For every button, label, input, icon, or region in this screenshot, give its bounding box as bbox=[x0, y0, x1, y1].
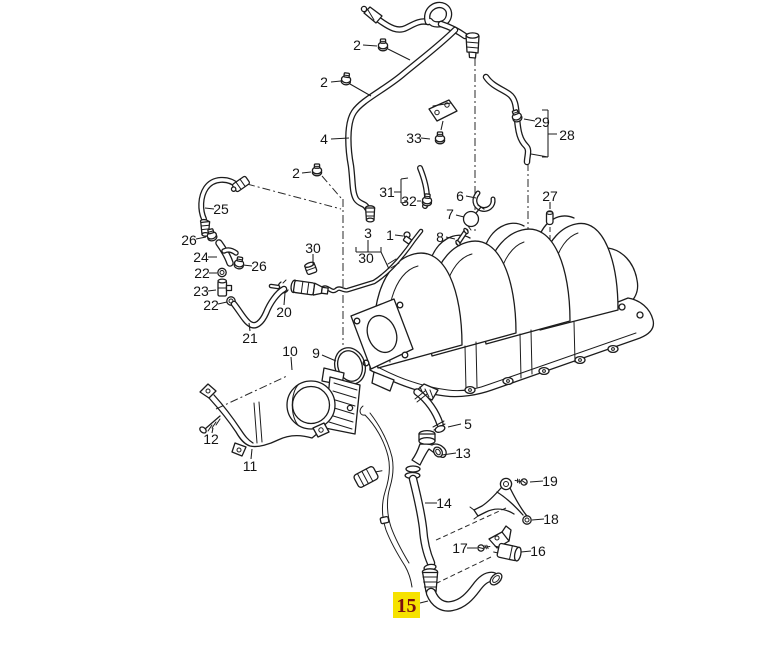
callout-20[interactable]: 20 bbox=[276, 304, 292, 320]
callout-12[interactable]: 12 bbox=[203, 431, 219, 447]
callout-22a[interactable]: 22 bbox=[194, 265, 210, 281]
callout-31[interactable]: 31 bbox=[379, 184, 395, 200]
screw-17-drawing bbox=[476, 542, 492, 553]
callout-2c[interactable]: 2 bbox=[292, 165, 300, 181]
callout-6[interactable]: 6 bbox=[456, 188, 464, 204]
callouts: 1 2 2 2 3 4 5 6 7 8 9 10 11 12 13 14 16 … bbox=[181, 37, 575, 618]
bracket-3-30 bbox=[355, 240, 390, 270]
pin-27-drawing bbox=[545, 210, 554, 226]
throttle-body-drawing bbox=[286, 367, 361, 435]
callout-21[interactable]: 21 bbox=[242, 330, 258, 346]
bracket-28 bbox=[530, 109, 557, 158]
cap-30-drawing bbox=[304, 261, 318, 276]
clamp-29-drawing bbox=[509, 108, 524, 124]
callout-32[interactable]: 32 bbox=[401, 193, 417, 209]
clamp-2b-drawing bbox=[340, 71, 353, 87]
callout-33[interactable]: 33 bbox=[406, 130, 422, 146]
sensor-plug-drawing bbox=[353, 466, 383, 488]
clip-1-drawing bbox=[402, 231, 412, 245]
callout-7[interactable]: 7 bbox=[446, 206, 454, 222]
callout-14[interactable]: 14 bbox=[436, 495, 452, 511]
tube-8-drawing bbox=[455, 227, 469, 247]
callout-2b[interactable]: 2 bbox=[320, 74, 328, 90]
highlight-box[interactable] bbox=[393, 592, 420, 618]
callout-24[interactable]: 24 bbox=[193, 249, 209, 265]
bracket-18-drawing bbox=[469, 477, 532, 525]
callout-1[interactable]: 1 bbox=[386, 227, 394, 243]
callout-30a[interactable]: 30 bbox=[305, 240, 321, 256]
top-vent-hose-drawing bbox=[360, 1, 480, 59]
support-bracket-drawing bbox=[199, 383, 330, 457]
callout-13[interactable]: 13 bbox=[455, 445, 471, 461]
hose-14-drawing bbox=[404, 465, 437, 572]
callout-4[interactable]: 4 bbox=[320, 131, 328, 147]
valve-30-drawing bbox=[290, 279, 329, 296]
clamp-2a-drawing bbox=[377, 38, 389, 52]
callout-23[interactable]: 23 bbox=[193, 283, 209, 299]
hose-15-drawing bbox=[421, 568, 503, 612]
callout-25[interactable]: 25 bbox=[213, 201, 229, 217]
callout-22b[interactable]: 22 bbox=[203, 297, 219, 313]
vacuum-pipe-drawing bbox=[268, 228, 424, 296]
callout-15-highlighted[interactable]: 15 bbox=[393, 592, 420, 618]
callout-leader-lines bbox=[195, 44, 557, 604]
hose-end-fitting bbox=[360, 5, 383, 24]
callout-28[interactable]: 28 bbox=[559, 127, 575, 143]
hose-25-top-connector bbox=[230, 175, 250, 193]
callout-18[interactable]: 18 bbox=[543, 511, 559, 527]
callout-17[interactable]: 17 bbox=[452, 540, 468, 556]
callout-29[interactable]: 29 bbox=[534, 114, 550, 130]
callout-26a[interactable]: 26 bbox=[181, 232, 197, 248]
clamp-26a-drawing bbox=[205, 227, 219, 243]
callout-11[interactable]: 11 bbox=[243, 458, 258, 474]
callout-2a[interactable]: 2 bbox=[353, 37, 361, 53]
callout-16[interactable]: 16 bbox=[530, 543, 546, 559]
clamp-33-drawing bbox=[434, 131, 446, 145]
valve-7-drawing bbox=[462, 204, 485, 231]
hose-4-end-fitting bbox=[364, 205, 376, 223]
fitting-23-drawing bbox=[217, 278, 233, 297]
valve-16-drawing bbox=[488, 525, 522, 562]
bracket-31 bbox=[394, 177, 409, 204]
manifold-connector-fitting bbox=[465, 32, 480, 59]
hose-4-drawing bbox=[345, 26, 459, 223]
callout-9[interactable]: 9 bbox=[312, 345, 320, 361]
hose-5-drawing bbox=[413, 388, 446, 433]
callout-3[interactable]: 3 bbox=[364, 225, 372, 241]
callout-26b[interactable]: 26 bbox=[251, 258, 267, 274]
clamp-32-drawing bbox=[421, 192, 433, 207]
y-connector-13-drawing bbox=[411, 429, 447, 466]
bracket-plate-33-drawing bbox=[428, 99, 458, 122]
callout-15[interactable]: 15 bbox=[397, 595, 417, 617]
callout-19[interactable]: 19 bbox=[542, 473, 558, 489]
clamp-26b-drawing bbox=[232, 255, 246, 271]
callout-5[interactable]: 5 bbox=[464, 416, 472, 432]
callout-30b[interactable]: 30 bbox=[358, 250, 374, 266]
harness-wire-drawing bbox=[353, 405, 413, 588]
callout-27[interactable]: 27 bbox=[542, 188, 558, 204]
callout-10[interactable]: 10 bbox=[282, 343, 298, 359]
intake-manifold-drawing bbox=[350, 215, 655, 401]
clamp-2c-drawing bbox=[311, 163, 323, 177]
callout-8[interactable]: 8 bbox=[436, 229, 444, 245]
screw-19-drawing bbox=[514, 477, 529, 487]
